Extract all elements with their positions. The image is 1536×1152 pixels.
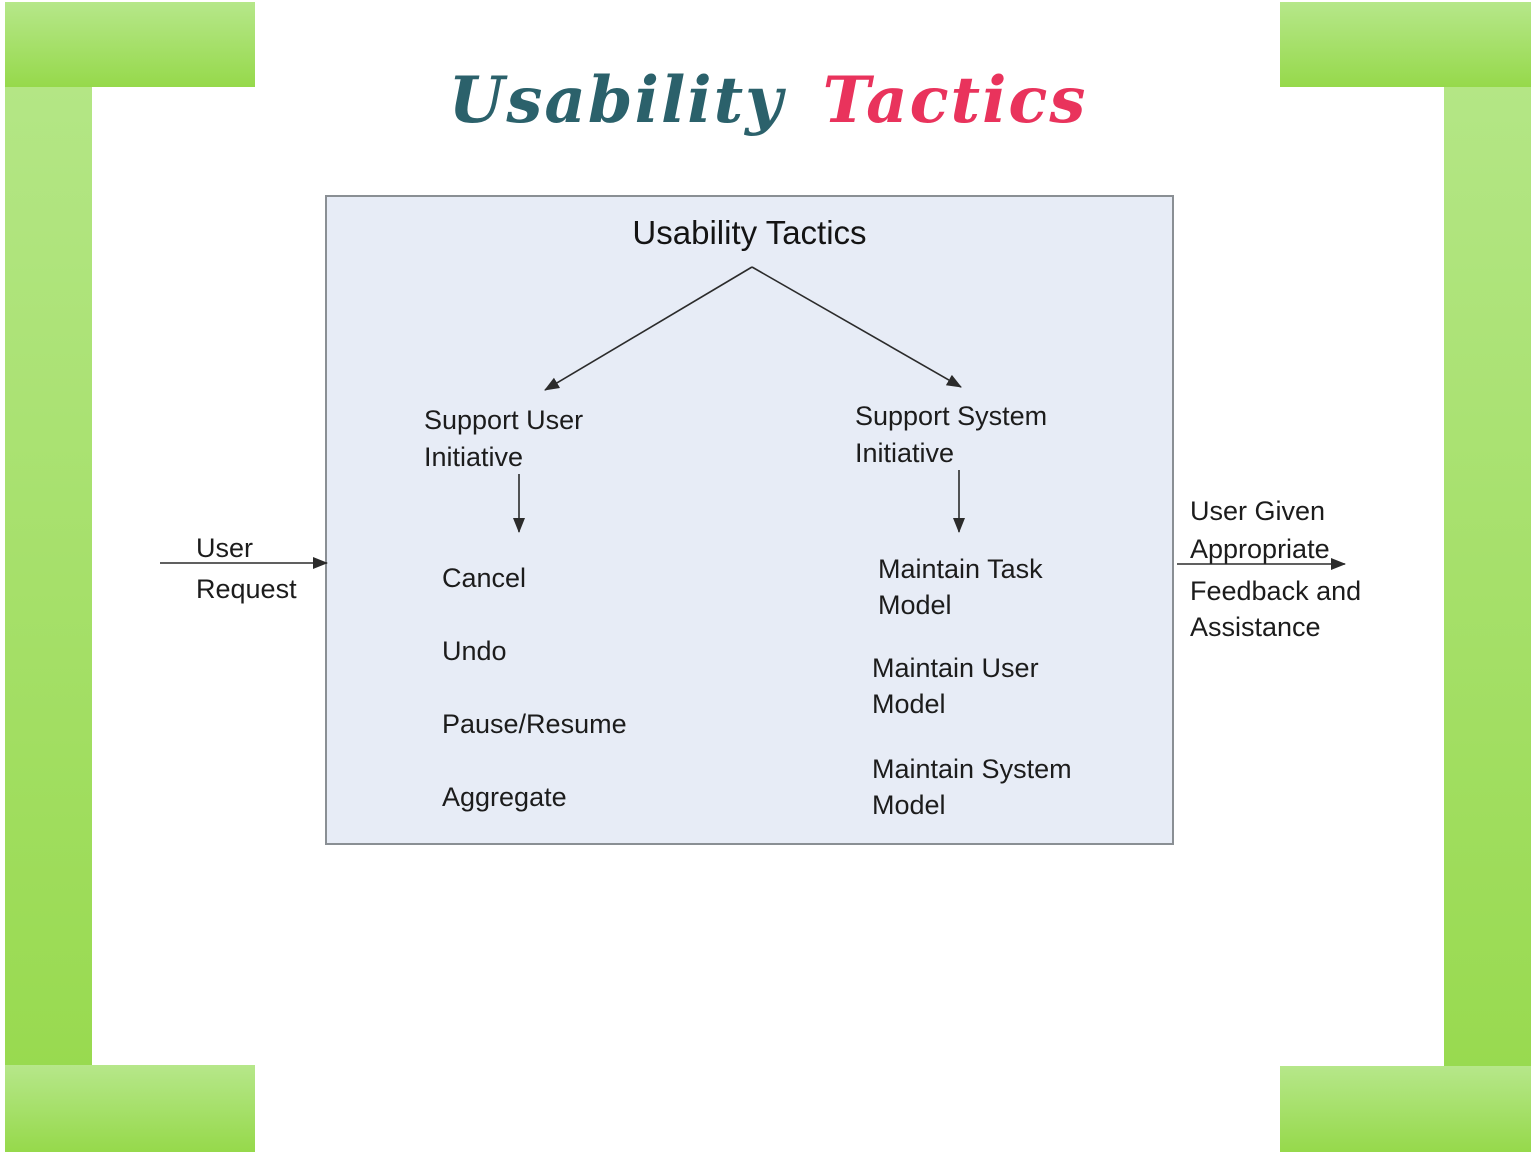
diagram-heading: Usability Tactics xyxy=(632,214,867,251)
node-pause-resume: Pause/Resume xyxy=(442,709,627,739)
node-maintain-task-model: Maintain Task Model xyxy=(878,554,1043,620)
page-title: Usability Tactics xyxy=(0,51,1536,151)
frame-left-strip xyxy=(5,2,92,1152)
node-support-user-initiative: Support User Initiative xyxy=(424,405,584,472)
node-aggregate: Aggregate xyxy=(442,782,567,812)
frame-bottom-right-tab xyxy=(1280,1066,1531,1152)
node-support-system-initiative: Support System Initiative xyxy=(855,401,1048,468)
label-user-given-appropriate: User Given Appropriate xyxy=(1190,496,1330,564)
node-maintain-user-model: Maintain User Model xyxy=(872,653,1039,719)
diagram-box xyxy=(325,195,1174,845)
page-title-word-tactics: Tactics xyxy=(822,62,1088,138)
node-cancel: Cancel xyxy=(442,563,527,593)
node-undo: Undo xyxy=(442,636,507,666)
label-feedback-and-assistance: Feedback and Assistance xyxy=(1190,576,1362,642)
label-user-request: User Request xyxy=(196,533,297,604)
node-maintain-system-model: Maintain System Model xyxy=(872,754,1072,820)
page-title-word-usability: Usability xyxy=(448,62,785,138)
frame-right-strip xyxy=(1444,2,1531,1152)
frame-bottom-left-tab xyxy=(5,1065,255,1152)
